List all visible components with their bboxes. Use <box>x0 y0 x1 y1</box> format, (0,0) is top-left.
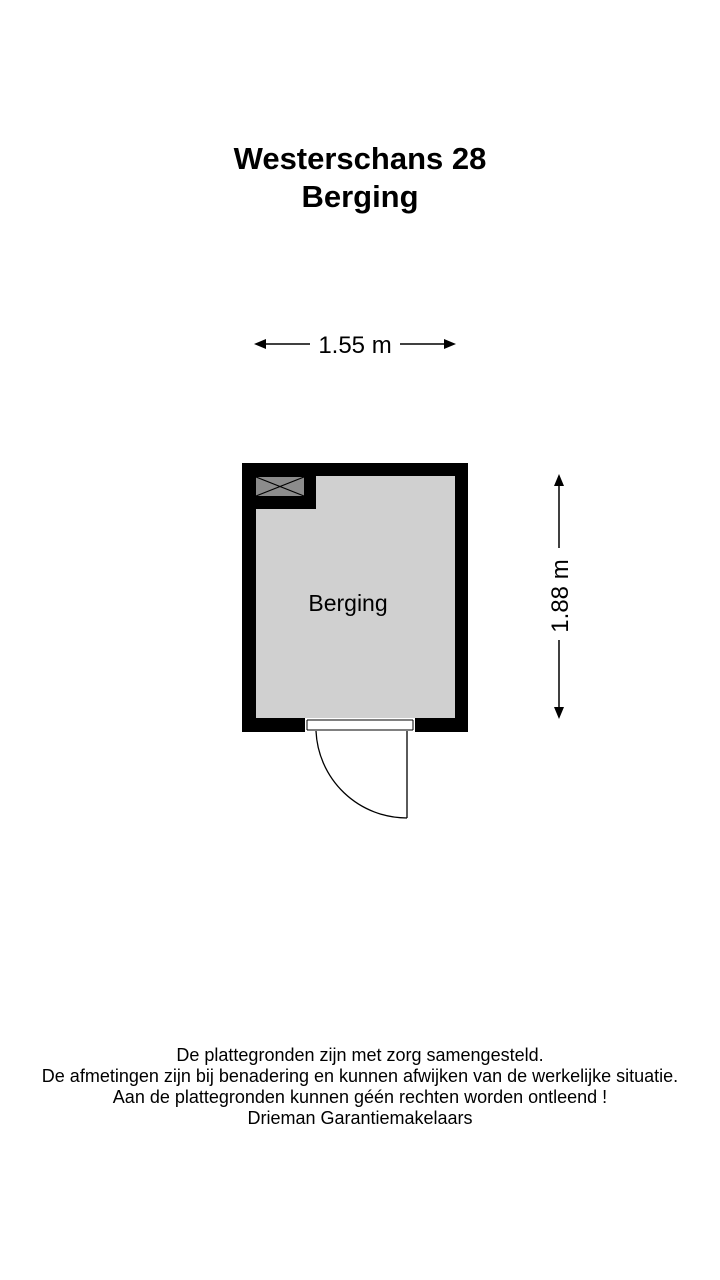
shaft-cross-line-2 <box>255 476 305 497</box>
room: Berging <box>242 463 468 819</box>
width-arrow-left-icon <box>254 339 266 349</box>
disclaimer-line-3: Aan de plattegronden kunnen géén rechten… <box>112 1087 608 1107</box>
width-label: 1.55 m <box>318 332 391 359</box>
disclaimer-line-2: De afmetingen zijn bij benadering en kun… <box>41 1066 679 1086</box>
disclaimer: De plattegronden zijn met zorg samengest… <box>0 1045 720 1129</box>
disclaimer-line-1: De plattegronden zijn met zorg samengest… <box>176 1045 544 1065</box>
property-address: Westerschans 28 <box>233 141 487 176</box>
width-dimension: 1.55 m <box>254 332 456 359</box>
height-arrow-down-icon <box>554 707 564 719</box>
disclaimer-company: Drieman Garantiemakelaars <box>247 1108 473 1128</box>
room-floor <box>256 476 455 718</box>
title-block: Westerschans 28 Berging <box>0 140 720 216</box>
height-label: 1.88 m <box>547 559 574 632</box>
floor-name: Berging <box>301 179 419 214</box>
width-arrow-right-icon <box>444 339 456 349</box>
height-dimension: 1.88 m <box>547 474 574 719</box>
door-swing-arc <box>315 730 408 819</box>
room-label: Berging <box>308 590 387 616</box>
height-arrow-up-icon <box>554 474 564 486</box>
door-opening <box>305 718 415 732</box>
